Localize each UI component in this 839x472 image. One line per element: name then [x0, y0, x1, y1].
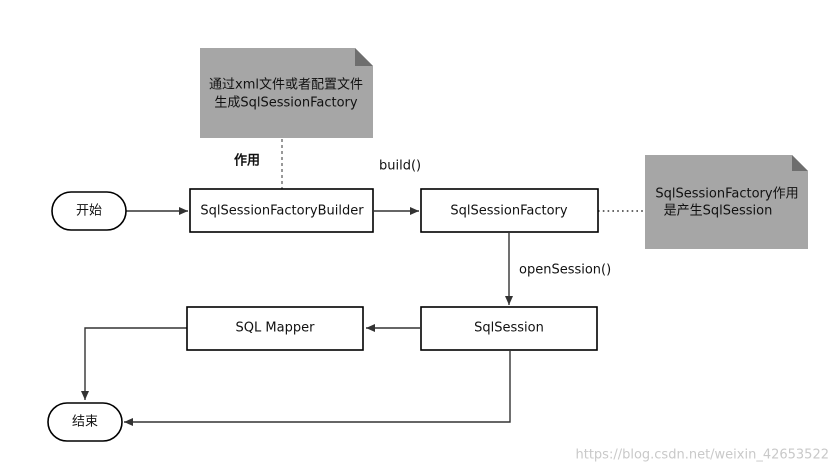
node-mapper: SQL Mapper: [186, 306, 364, 351]
node-builder-label: SqlSessionFactoryBuilder: [200, 204, 364, 219]
label-role: 作用: [234, 153, 260, 169]
node-builder: SqlSessionFactoryBuilder: [189, 188, 374, 233]
note-config: 通过xml文件或者配置文件 生成SqlSessionFactory: [200, 48, 373, 138]
node-end-label: 结束: [72, 415, 98, 430]
node-mapper-label: SQL Mapper: [236, 321, 316, 336]
node-start-label: 开始: [76, 204, 102, 219]
edge-mapper-to-end: [81, 327, 187, 400]
node-session-label: SqlSession: [474, 321, 544, 336]
note-config-line-2: 生成SqlSessionFactory: [214, 96, 358, 111]
node-session: SqlSession: [420, 306, 598, 351]
note-config-line-1: 通过xml文件或者配置文件: [209, 78, 363, 93]
node-factory-label: SqlSessionFactory: [450, 204, 568, 219]
note-factory-role-line-1: SqlSessionFactory作用: [655, 187, 798, 202]
watermark: https://blog.csdn.net/weixin_42653522: [575, 448, 829, 463]
note-factory-role: SqlSessionFactory作用 是产生SqlSession: [645, 155, 808, 249]
node-end: 结束: [47, 402, 123, 442]
node-start: 开始: [51, 191, 127, 231]
edge-session-to-end: [124, 351, 511, 426]
label-open-session: openSession(): [519, 263, 611, 278]
label-build: build(): [379, 159, 421, 174]
node-factory: SqlSessionFactory: [420, 188, 599, 233]
note-factory-role-line-2: 是产生SqlSession: [664, 204, 773, 219]
